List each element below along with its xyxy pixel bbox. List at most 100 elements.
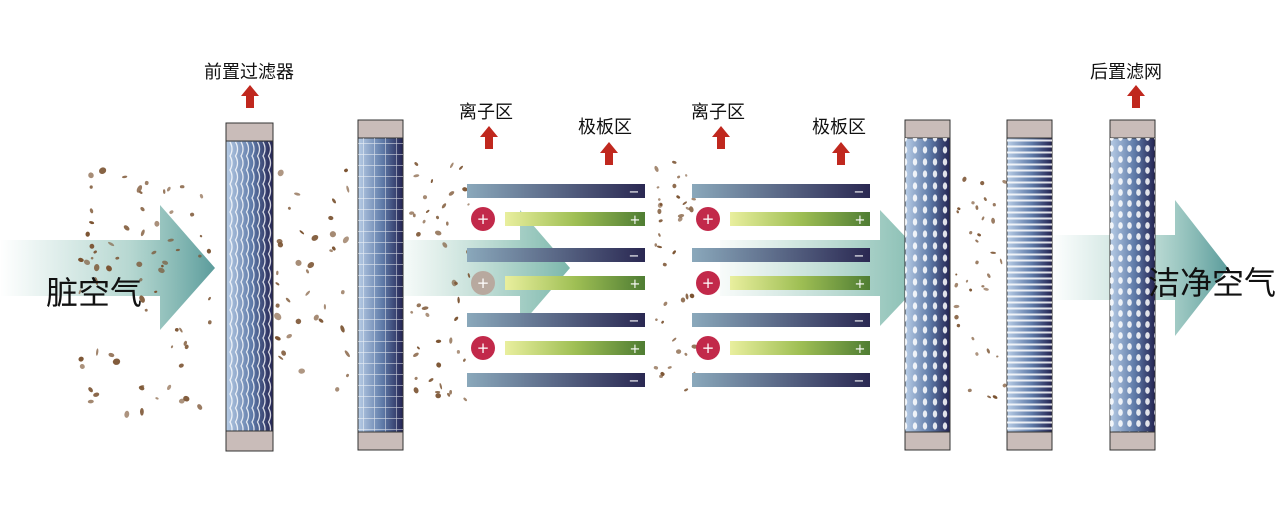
dust-particle [154,220,160,227]
dust-particle [975,260,979,265]
dust-particle [451,279,457,287]
dust-particle [421,306,429,310]
dust-particle [274,312,282,321]
dust-particle [422,219,426,224]
dust-particle [975,205,979,210]
wave-line [240,141,244,437]
airflow-arrow-1 [400,210,570,326]
plus-sign: + [855,277,866,292]
dust-particle [422,195,428,200]
dust-particle [307,262,315,269]
dust-particle [342,236,349,244]
dust-particle [684,388,689,392]
plus-sign: + [855,342,866,357]
dust-particle [435,390,441,394]
dust-particle [178,398,185,404]
dust-particle [208,296,211,301]
up-arrow-icon [480,126,498,149]
dust-particle [425,209,430,213]
dust-particle [155,397,159,400]
dust-particle [154,290,158,293]
minus-sign: − [629,374,640,389]
dust-particle [980,181,985,186]
dust-particle [170,345,174,349]
dust-particle [967,388,972,393]
dust-particle [981,216,985,221]
dust-particle [162,260,169,265]
dust-particle [667,366,672,369]
dust-particle [435,393,441,399]
dust-particle [682,201,687,205]
dust-particle [677,214,685,218]
ion-plus-sign: + [702,339,715,357]
dust-particle [88,387,93,393]
dust-particle [85,231,90,237]
dust-particle [971,201,975,205]
dust-particle [174,327,179,332]
dust-particle [439,383,443,390]
dust-particle [954,282,959,288]
dust-particle [93,264,100,272]
positive-plate [730,212,870,226]
positive-plate [730,341,870,355]
dust-particle [672,160,677,164]
dust-particle [459,165,463,170]
plate-zone-label-1: 极板区 [578,117,632,138]
dust-particle [659,203,663,206]
dust-particle [463,397,467,402]
dust-particle [956,323,961,328]
negative-plate [467,313,645,327]
dust-particle [676,349,682,354]
dust-particle [689,206,694,213]
dust-particle [108,241,115,247]
dust-particle [454,316,459,321]
dust-particle [658,233,661,237]
dust-particle [416,346,420,350]
negative-plate [692,313,870,327]
minus-sign: − [854,374,865,389]
ion-plus-sign: + [477,339,490,357]
dust-particle [276,270,279,276]
dust-particle [1002,179,1008,184]
dust-particle [971,336,975,341]
dust-particle [655,318,658,322]
dust-particle [654,165,659,172]
clean-air-label: 洁净空气 [1148,264,1277,302]
dust-particle [90,256,94,260]
dust-particle [658,219,663,223]
dust-particle [136,185,143,193]
ion-plus-sign: + [477,210,490,228]
dust-particle [276,238,283,244]
ion-particle [696,271,720,295]
ion-particle [696,207,720,231]
dust-particle [198,254,202,258]
dust-particle [94,277,99,286]
positive-plate [505,212,645,226]
dust-particle [169,210,174,214]
dust-particle [346,185,350,193]
dust-particle [96,348,99,356]
dust-particle [199,234,203,238]
dust-particle [89,208,94,214]
dust-particle [672,250,676,255]
lined-filter [1006,119,1053,451]
dust-particle [329,249,333,253]
dust-particle [179,327,183,333]
dust-particle [144,180,149,186]
post-filter [1109,119,1156,451]
dust-particle [413,352,419,358]
dust-particle [89,221,95,225]
dust-particle [340,290,345,295]
dust-particle [295,318,302,325]
ion-plus-sign: + [702,210,715,228]
dust-particle [295,259,302,266]
dust-particle [672,183,677,189]
dust-particle [167,238,174,242]
dust-particle [657,198,661,201]
dust-particle [462,187,468,192]
dust-particle [275,303,280,308]
dust-particle [430,179,433,184]
dust-particle [983,287,989,291]
dust-particle [449,162,454,169]
dust-particle [414,162,419,166]
